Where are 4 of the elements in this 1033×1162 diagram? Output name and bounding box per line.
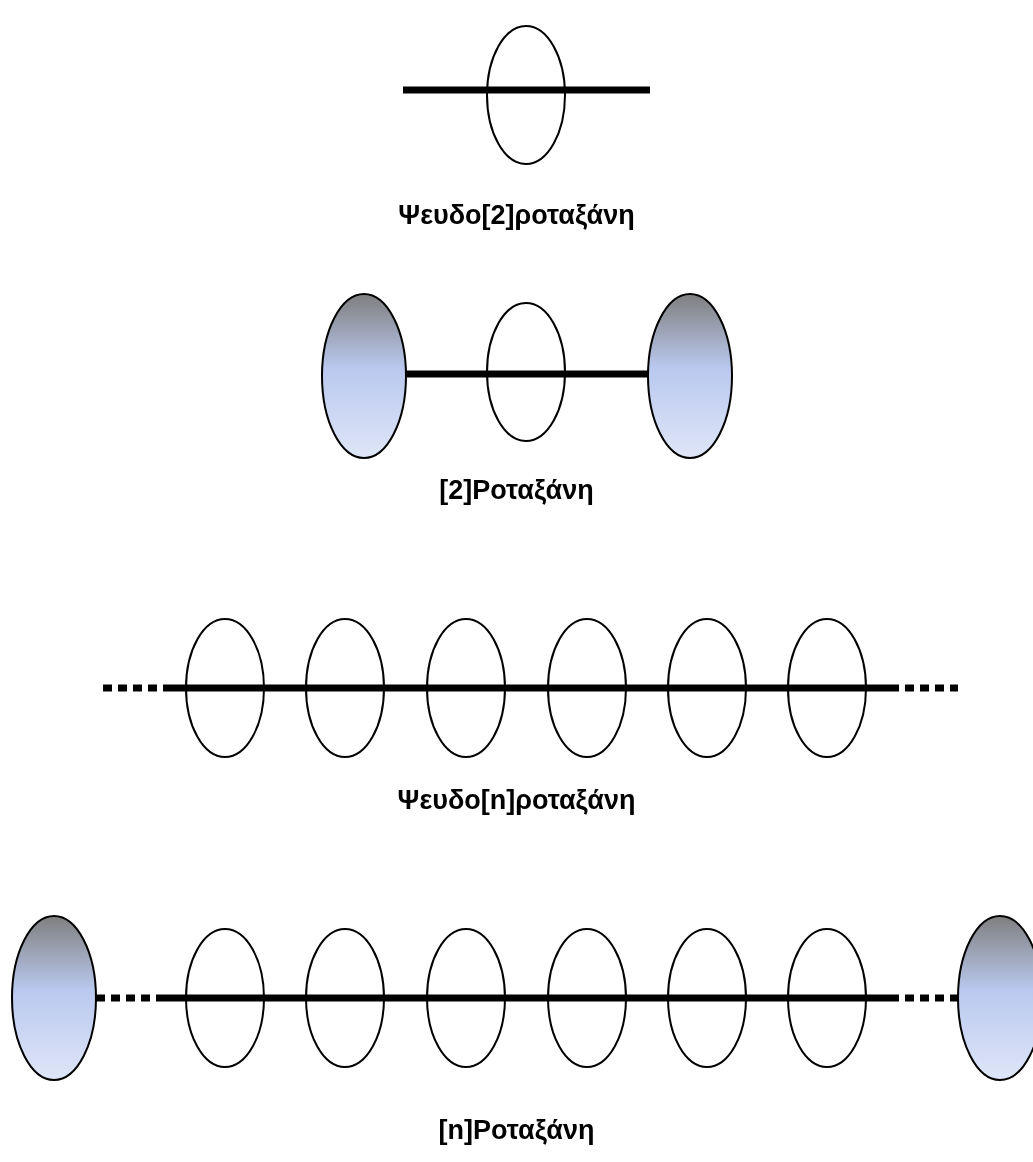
caption-text: Ψευδο[n]ροταξάνη [397,784,636,817]
caption-text: [2]Ροταξάνη [439,474,594,507]
caption-text: Ψευδο[2]ροταξάνη [398,199,635,232]
caption-text: [n]Ροταξάνη [438,1114,595,1147]
